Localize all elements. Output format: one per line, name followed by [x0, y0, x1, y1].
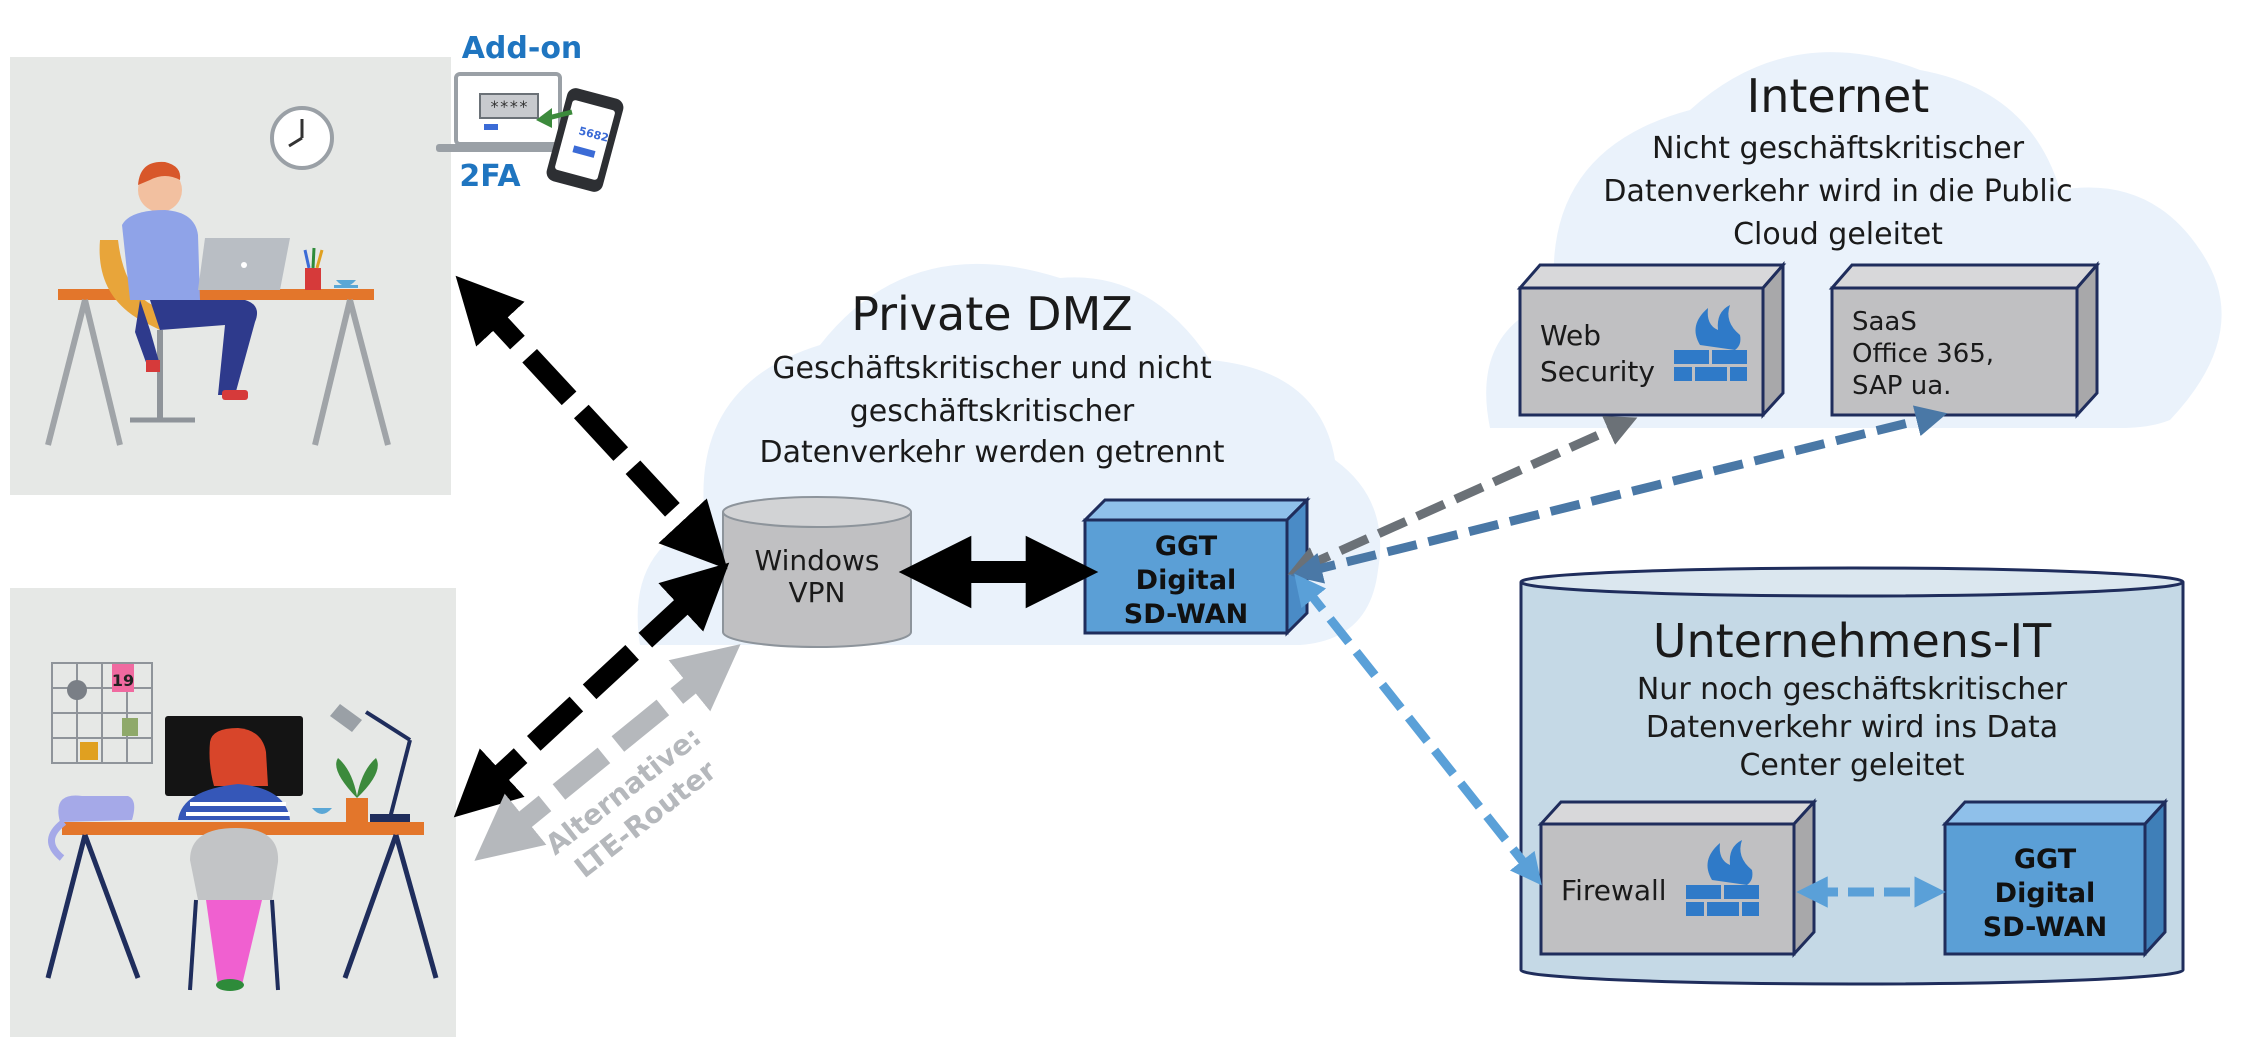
web-security-label-1: Web — [1540, 319, 1601, 352]
clock-icon — [270, 106, 334, 170]
saas-label-2: Office 365, — [1852, 339, 1994, 369]
plant-icon — [336, 758, 378, 822]
enterprise-it-desc-3: Center geleitet — [1739, 748, 1964, 783]
firewall-label: Firewall — [1561, 874, 1667, 907]
saas-label-1: SaaS — [1852, 307, 1917, 337]
pin-mask: **** — [490, 97, 529, 116]
private-dmz-desc-3: Datenverkehr werden getrennt — [760, 435, 1225, 470]
enterprise-it-title: Unternehmens-IT — [1653, 614, 2052, 668]
firewall-box: Firewall — [1537, 798, 1818, 958]
addon-label: Add-on — [462, 31, 583, 66]
sdwan-dmz-label-2: Digital — [1136, 565, 1237, 596]
connector-sdwan-firewall — [1294, 573, 1542, 886]
addon-2fa-group: Add-on 2FA **** 5682 — [436, 31, 624, 194]
home-office-illustration-top — [10, 57, 451, 495]
laptop-icon: **** — [436, 72, 580, 152]
saas-box: SaaS Office 365, SAP ua. — [1828, 260, 2101, 419]
firewall-flame-icon — [1674, 305, 1747, 381]
alternative-lte-label: Alternative: LTE-Router — [539, 720, 723, 884]
private-dmz-desc-1: Geschäftskritischer und nicht — [772, 351, 1212, 386]
internet-desc-1: Nicht geschäftskritischer — [1652, 131, 2025, 166]
sdwan-dmz-label-3: SD-WAN — [1124, 599, 1248, 630]
enterprise-it-desc-1: Nur noch geschäftskritischer — [1637, 672, 2068, 707]
twofa-label: 2FA — [459, 159, 521, 194]
desk-lamp-icon — [330, 704, 412, 822]
sdwan-dmz-box: GGT Digital SD-WAN — [1081, 496, 1311, 637]
sdwan-dc-box: GGT Digital SD-WAN — [1941, 798, 2169, 958]
connector-top-user-vpn — [455, 275, 728, 570]
saas-label-3: SAP ua. — [1852, 371, 1951, 401]
vpn-label-2: VPN — [789, 576, 846, 609]
web-security-label-2: Security — [1540, 355, 1655, 388]
windows-vpn-cylinder: Windows VPN — [722, 496, 912, 648]
enterprise-it-desc-2: Datenverkehr wird ins Data — [1646, 710, 2058, 745]
private-dmz-desc-2: geschäftskritischer — [850, 394, 1135, 429]
internet-desc-3: Cloud geleitet — [1733, 217, 1943, 252]
firewall-icon — [1686, 840, 1759, 916]
wall-grid-board: 19 — [51, 662, 153, 764]
sdwan-dc-label-3: SD-WAN — [1983, 912, 2107, 943]
sdwan-dmz-label-1: GGT — [1155, 531, 1218, 562]
vpn-label-1: Windows — [755, 544, 880, 577]
web-security-box: Web Security — [1516, 260, 1787, 419]
calendar-day: 19 — [112, 671, 134, 690]
sdwan-dc-label-2: Digital — [1995, 878, 2096, 909]
connector-lte-router — [474, 644, 741, 861]
connector-sdwan-saas — [1290, 405, 1948, 584]
internet-desc-2: Datenverkehr wird in die Public — [1603, 174, 2072, 209]
internet-title: Internet — [1747, 69, 1930, 123]
private-dmz-title: Private DMZ — [851, 287, 1133, 341]
sdwan-dc-label-1: GGT — [2014, 844, 2077, 875]
home-office-illustration-bottom: 19 — [10, 588, 456, 1037]
arrow-to-laptop-icon — [536, 108, 573, 128]
